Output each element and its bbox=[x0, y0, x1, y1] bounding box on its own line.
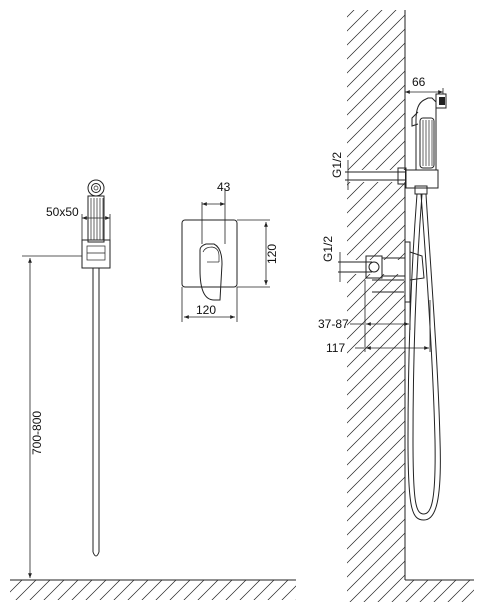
total-depth-label: 117 bbox=[326, 341, 345, 355]
holder-size-dimension: 50x50 bbox=[46, 205, 111, 240]
valve-plate-view: 43 120 120 bbox=[181, 180, 279, 322]
floor-left bbox=[10, 579, 296, 600]
front-view: 50x50 700-800 bbox=[10, 179, 296, 600]
upper-outlet bbox=[345, 167, 439, 195]
spray-head-top bbox=[87, 179, 105, 197]
hose-loop bbox=[407, 193, 441, 521]
plate-width-label: 120 bbox=[196, 303, 216, 317]
mount-height-dimension: 700-800 bbox=[22, 255, 82, 578]
wall-range-label: 37-87 bbox=[318, 317, 349, 331]
depth-label: 43 bbox=[217, 180, 231, 194]
holder-plate bbox=[81, 239, 111, 269]
lever-handle bbox=[199, 243, 223, 301]
holder-size-label: 50x50 bbox=[46, 205, 79, 219]
plate-height-label: 120 bbox=[265, 244, 279, 264]
plate-width-dimension: 120 bbox=[181, 287, 238, 322]
floor-right bbox=[347, 579, 474, 602]
spray-offset-dimension: 66 bbox=[404, 75, 444, 116]
lower-thread-label: G1/2 bbox=[321, 236, 335, 262]
lower-thread-callout: G1/2 bbox=[321, 236, 341, 282]
upper-thread-callout: G1/2 bbox=[330, 152, 349, 190]
mixing-valve bbox=[338, 241, 425, 303]
depth-dimension: 43 bbox=[201, 180, 231, 244]
wall-range-dimension: 37-87 bbox=[318, 280, 411, 331]
plate-height-dimension: 120 bbox=[237, 219, 279, 288]
upper-thread-label: G1/2 bbox=[330, 152, 344, 178]
side-view: 66 G1/2 G1/2 bbox=[318, 10, 474, 602]
hand-shower-body bbox=[87, 195, 105, 243]
hose-front bbox=[92, 268, 100, 557]
hand-spray bbox=[411, 93, 447, 170]
spray-offset-label: 66 bbox=[412, 75, 426, 89]
wall-section bbox=[347, 10, 406, 580]
mount-height-label: 700-800 bbox=[30, 411, 44, 455]
